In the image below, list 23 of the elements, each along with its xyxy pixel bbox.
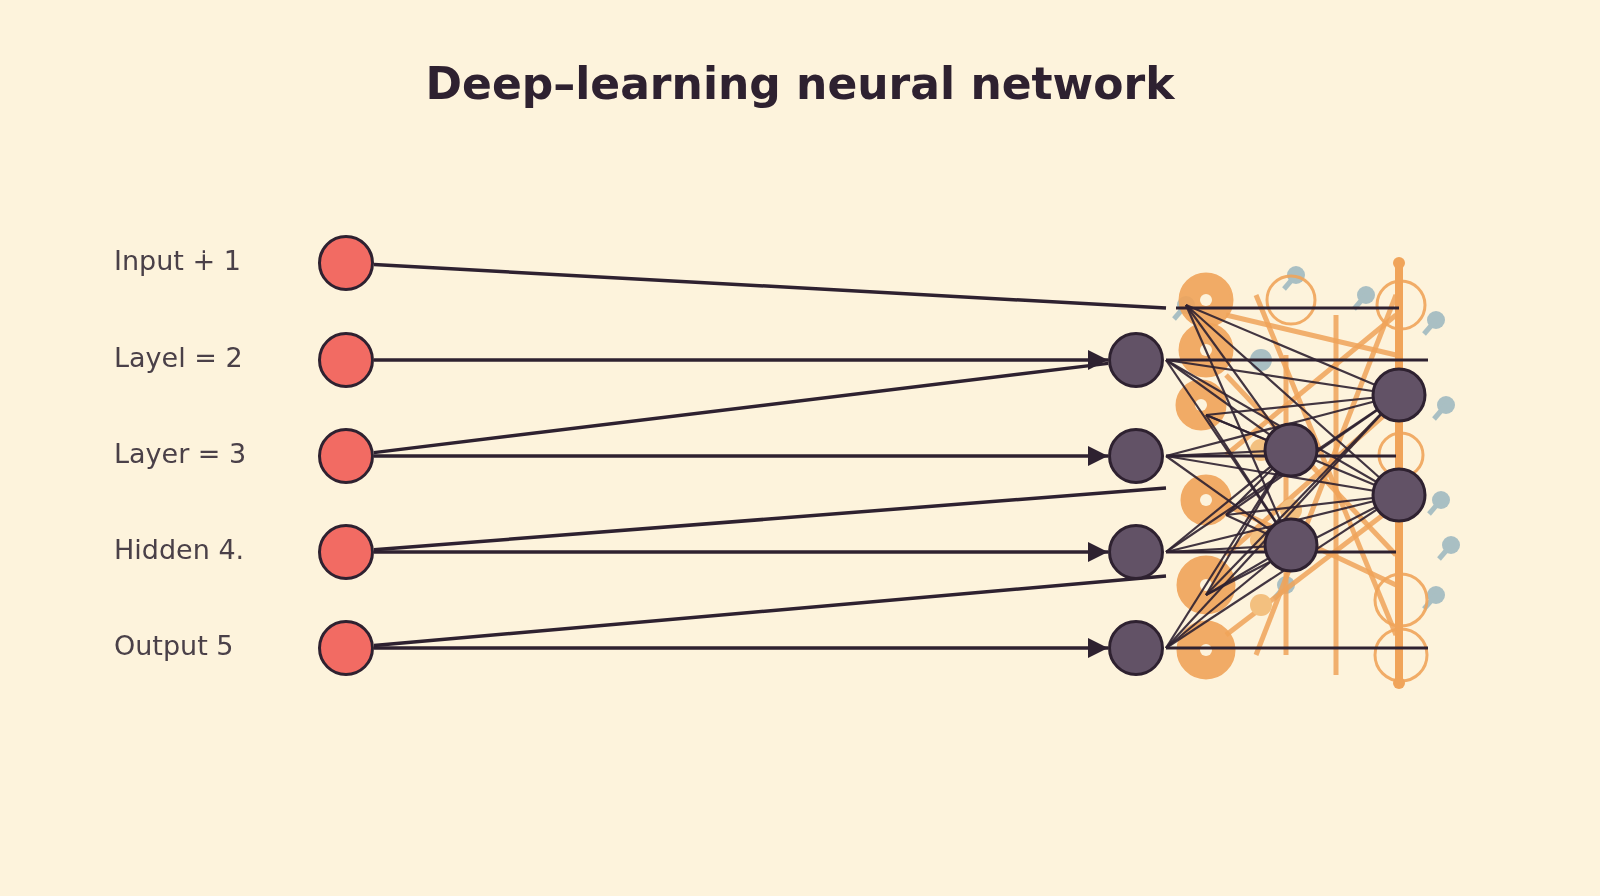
arrow (374, 542, 1108, 562)
arrow (374, 446, 1108, 466)
node-circle (1108, 428, 1164, 484)
node-circle (318, 428, 374, 484)
connector-line (373, 361, 1109, 455)
node-circle (1108, 620, 1164, 676)
layer-label: Layer = 3 (114, 438, 247, 469)
arrow (374, 350, 1108, 370)
layer-label: Input ∔ 1 (114, 245, 241, 276)
node-circle (318, 524, 374, 580)
connector-line (373, 262, 1167, 310)
node-circle (318, 235, 374, 291)
node-circle (1108, 332, 1164, 388)
node-circle (318, 620, 374, 676)
layer-label: Layel = 2 (114, 342, 243, 373)
node-circle (1108, 524, 1164, 580)
layer-label: Output 5 (114, 630, 234, 661)
connector-line (373, 486, 1167, 552)
connector-line (373, 574, 1167, 648)
node-circle (318, 332, 374, 388)
diagram-title: Deep–learning neural network (424, 58, 1176, 109)
arrow (374, 638, 1108, 658)
layer-label: Hidden 4. (114, 534, 245, 565)
